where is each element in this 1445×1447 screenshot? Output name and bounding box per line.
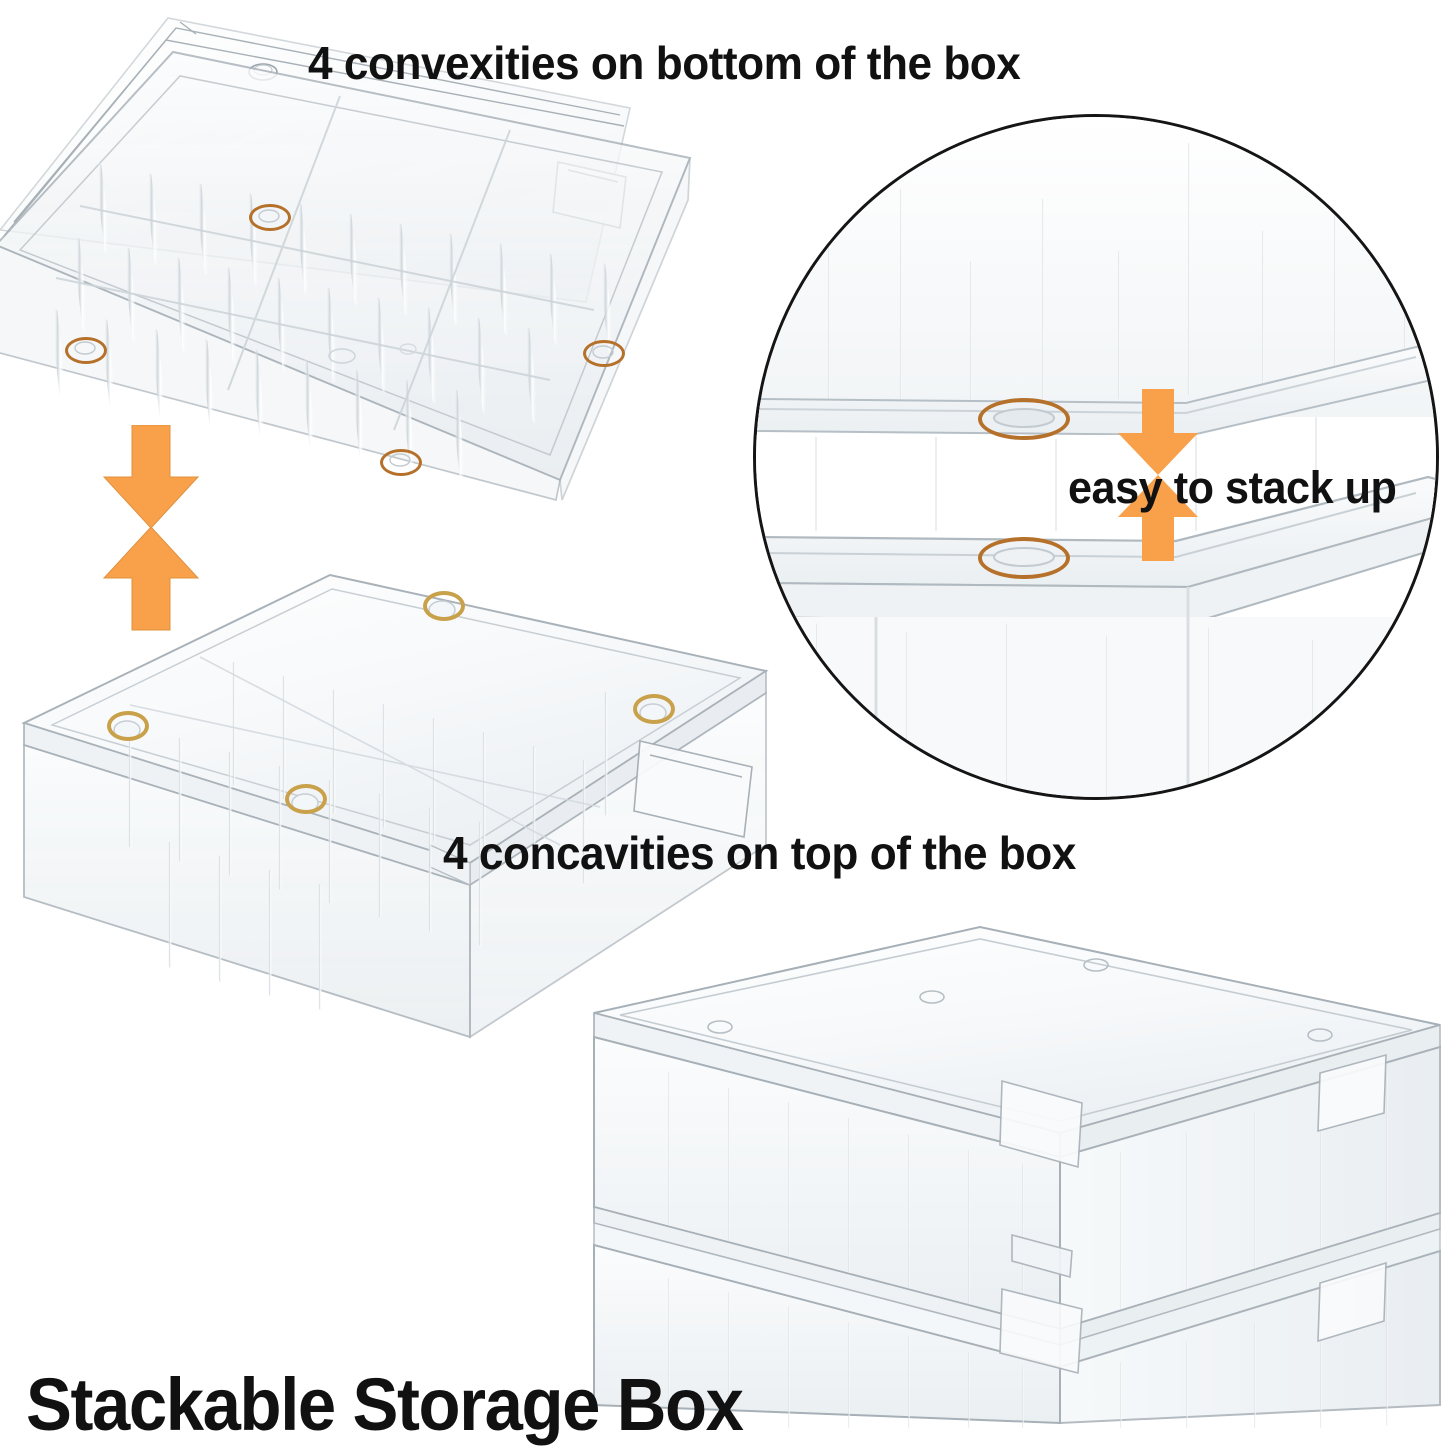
arrow-down-left <box>96 425 206 530</box>
page-title: Stackable Storage Box <box>26 1363 744 1446</box>
arrow-up-inset <box>1112 475 1204 563</box>
callout-stack: easy to stack up <box>1068 462 1397 513</box>
concavity-ring <box>107 711 149 741</box>
convexity-ring <box>380 449 422 476</box>
inverted-box-figure <box>0 0 750 520</box>
convexity-ring <box>583 340 625 367</box>
concavity-ring <box>423 591 465 621</box>
stacked-boxes-figure <box>560 905 1445 1428</box>
detail-circle-inset <box>753 114 1439 800</box>
detail-illustration <box>756 117 1436 797</box>
callout-convexities: 4 convexities on bottom of the box <box>308 37 1021 89</box>
stack-highlight-ring-lower <box>978 537 1070 579</box>
callout-concavities: 4 concavities on top of the box <box>443 827 1076 879</box>
arrow-down-inset <box>1112 389 1204 477</box>
arrow-up-left <box>96 527 206 632</box>
concavity-ring <box>633 694 675 724</box>
convexity-ring <box>65 337 107 364</box>
concavity-ring <box>285 784 327 814</box>
stack-highlight-ring-upper <box>978 398 1070 440</box>
closed-box-figure <box>0 545 770 1039</box>
convexity-ring <box>249 204 291 231</box>
